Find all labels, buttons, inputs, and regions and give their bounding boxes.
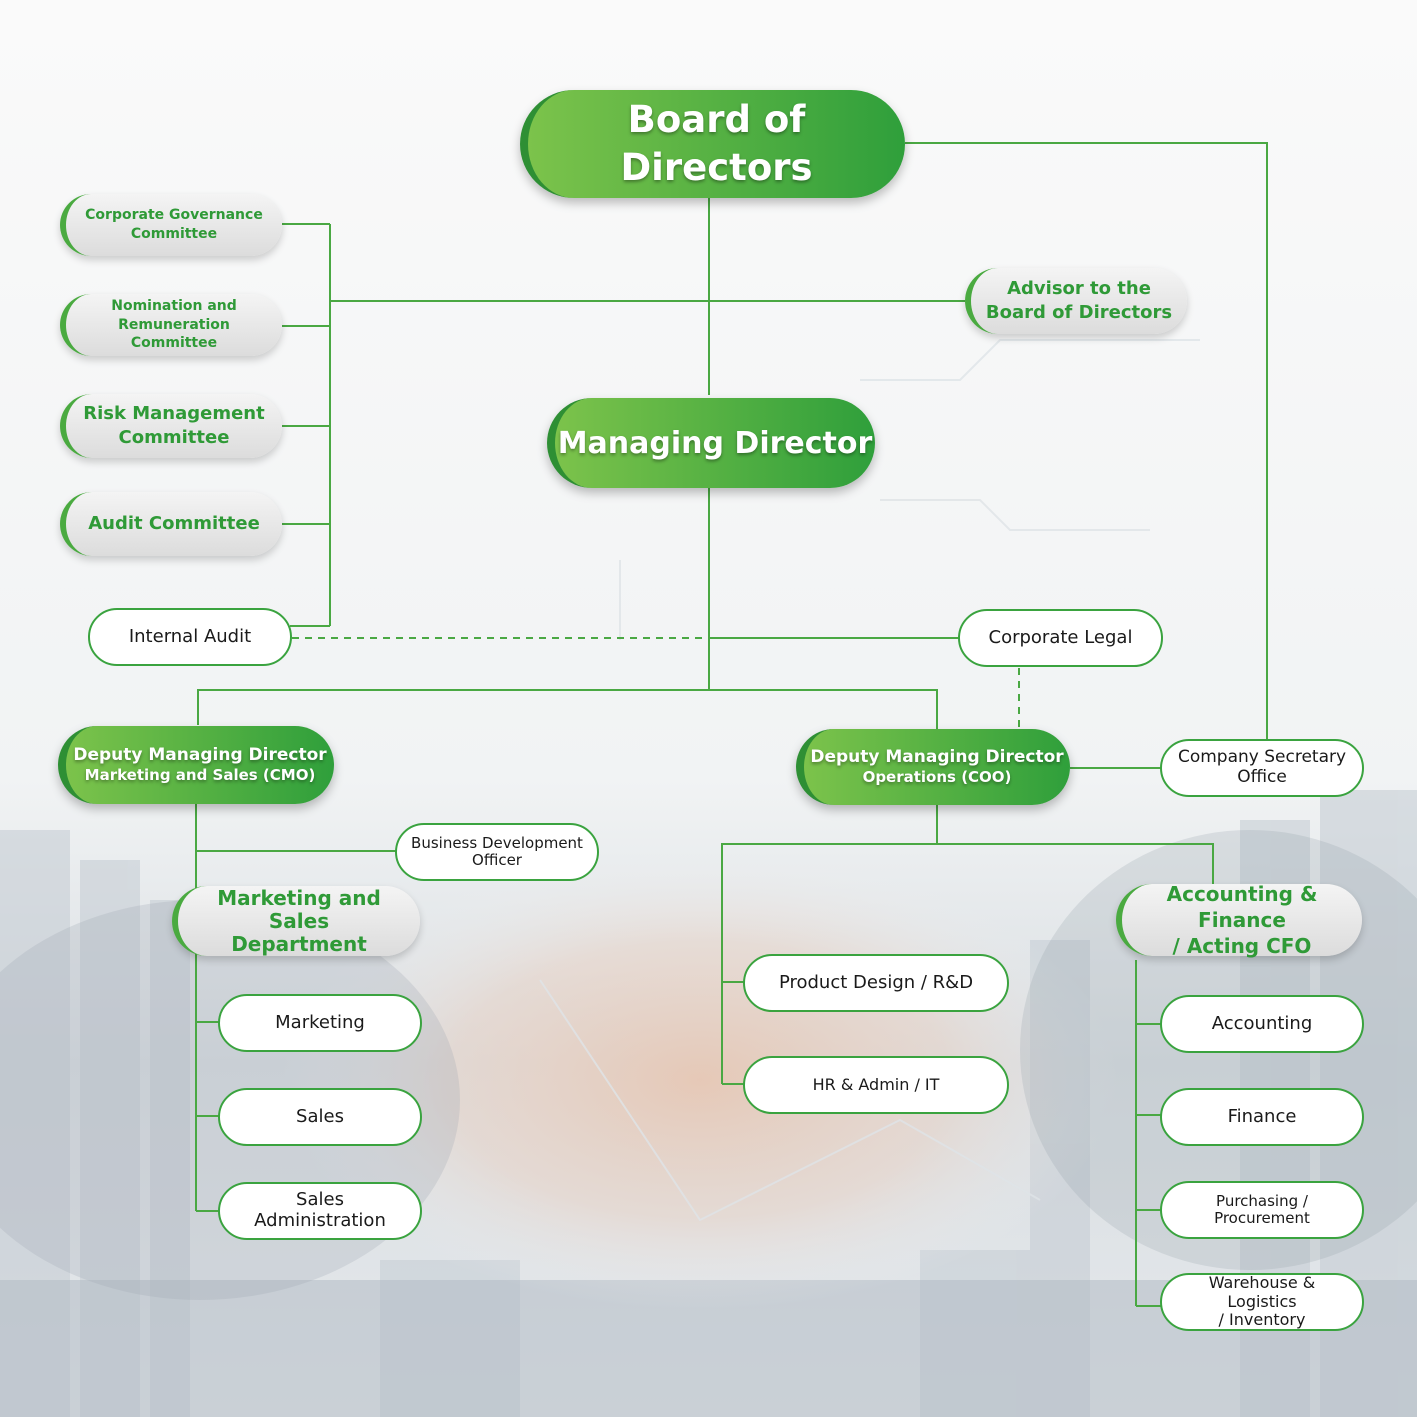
audit-committee-node[interactable]: Audit Committee bbox=[60, 492, 282, 556]
product-design-rd-node[interactable]: Product Design / R&D bbox=[743, 954, 1009, 1012]
internal-audit-label: Internal Audit bbox=[128, 625, 252, 647]
coo-subtitle: Operations (COO) bbox=[862, 768, 1012, 787]
purchasing-procurement-node[interactable]: Purchasing / Procurement bbox=[1160, 1181, 1364, 1239]
managing-director-node[interactable]: Managing Director bbox=[547, 398, 875, 488]
marketing-dept-line1: Marketing and Sales bbox=[217, 885, 381, 933]
business-development-officer-node[interactable]: Business Development Officer bbox=[395, 823, 599, 881]
sales-unit-label: Sales bbox=[296, 1105, 344, 1127]
marketing-sales-department-node[interactable]: Marketing and Sales Department bbox=[172, 886, 420, 956]
company-secretary-line2: Office bbox=[1237, 767, 1287, 787]
committee-label-line2: Committee bbox=[118, 427, 230, 448]
product-design-label: Product Design / R&D bbox=[778, 971, 974, 993]
internal-audit-node[interactable]: Internal Audit bbox=[88, 608, 292, 666]
marketing-unit-label: Marketing bbox=[275, 1011, 365, 1033]
committee-label-line1: Corporate Governance bbox=[85, 207, 263, 224]
accounting-finance-node[interactable]: Accounting & Finance / Acting CFO bbox=[1116, 882, 1362, 958]
business-development-line1: Business Development bbox=[411, 833, 583, 852]
finance-dept-line1: Accounting & Finance bbox=[1166, 882, 1318, 932]
nomination-remuneration-committee-node[interactable]: Nomination and Remuneration Committee bbox=[60, 294, 282, 356]
warehouse-logistics-line2: / Inventory bbox=[1218, 1310, 1306, 1330]
risk-management-committee-node[interactable]: Risk Management Committee bbox=[60, 394, 282, 458]
advisor-label-line1: Advisor to the bbox=[1007, 277, 1151, 299]
company-secretary-node[interactable]: Company Secretary Office bbox=[1160, 739, 1364, 797]
hr-admin-it-label: HR & Admin / IT bbox=[812, 1074, 940, 1094]
warehouse-logistics-node[interactable]: Warehouse & Logistics / Inventory bbox=[1160, 1273, 1364, 1331]
sales-unit-node[interactable]: Sales bbox=[218, 1088, 422, 1146]
accounting-unit-label: Accounting bbox=[1211, 1012, 1313, 1034]
committee-label-line1: Nomination and bbox=[111, 297, 237, 314]
board-of-directors-node[interactable]: Board of Directors bbox=[520, 90, 905, 198]
accounting-unit-node[interactable]: Accounting bbox=[1160, 995, 1364, 1053]
corporate-legal-node[interactable]: Corporate Legal bbox=[958, 609, 1163, 667]
deputy-md-coo-node[interactable]: Deputy Managing Director Operations (COO… bbox=[796, 729, 1070, 805]
board-of-directors-label: Board of Directors bbox=[620, 97, 813, 189]
coo-title: Deputy Managing Director bbox=[810, 747, 1064, 768]
business-development-line2: Officer bbox=[472, 851, 522, 869]
advisor-node[interactable]: Advisor to the Board of Directors bbox=[965, 268, 1187, 334]
finance-unit-label: Finance bbox=[1227, 1105, 1297, 1127]
managing-director-label: Managing Director bbox=[557, 425, 873, 461]
corporate-governance-committee-node[interactable]: Corporate Governance Committee bbox=[60, 194, 282, 256]
cmo-subtitle: Marketing and Sales (CMO) bbox=[84, 766, 316, 785]
finance-unit-node[interactable]: Finance bbox=[1160, 1088, 1364, 1146]
company-secretary-line1: Company Secretary bbox=[1177, 747, 1347, 768]
finance-dept-line2: / Acting CFO bbox=[1172, 934, 1312, 958]
deputy-md-cmo-node[interactable]: Deputy Managing Director Marketing and S… bbox=[58, 726, 334, 804]
committee-label-line1: Risk Management bbox=[83, 402, 265, 424]
marketing-dept-line2: Department bbox=[231, 931, 367, 956]
hr-admin-it-node[interactable]: HR & Admin / IT bbox=[743, 1056, 1009, 1114]
cmo-title: Deputy Managing Director bbox=[73, 745, 327, 766]
corporate-legal-label: Corporate Legal bbox=[988, 626, 1133, 648]
sales-administration-label: Sales Administration bbox=[254, 1189, 386, 1231]
sales-administration-unit-node[interactable]: Sales Administration bbox=[218, 1182, 422, 1240]
advisor-label-line2: Board of Directors bbox=[985, 302, 1173, 323]
marketing-unit-node[interactable]: Marketing bbox=[218, 994, 422, 1052]
committee-label-line2: Committee bbox=[130, 226, 218, 242]
purchasing-procurement-label: Purchasing / Procurement bbox=[1214, 1191, 1310, 1227]
committee-label: Audit Committee bbox=[88, 512, 260, 534]
warehouse-logistics-line1: Warehouse & Logistics bbox=[1208, 1273, 1316, 1311]
committee-label-line2: Remuneration Committee bbox=[118, 316, 230, 352]
